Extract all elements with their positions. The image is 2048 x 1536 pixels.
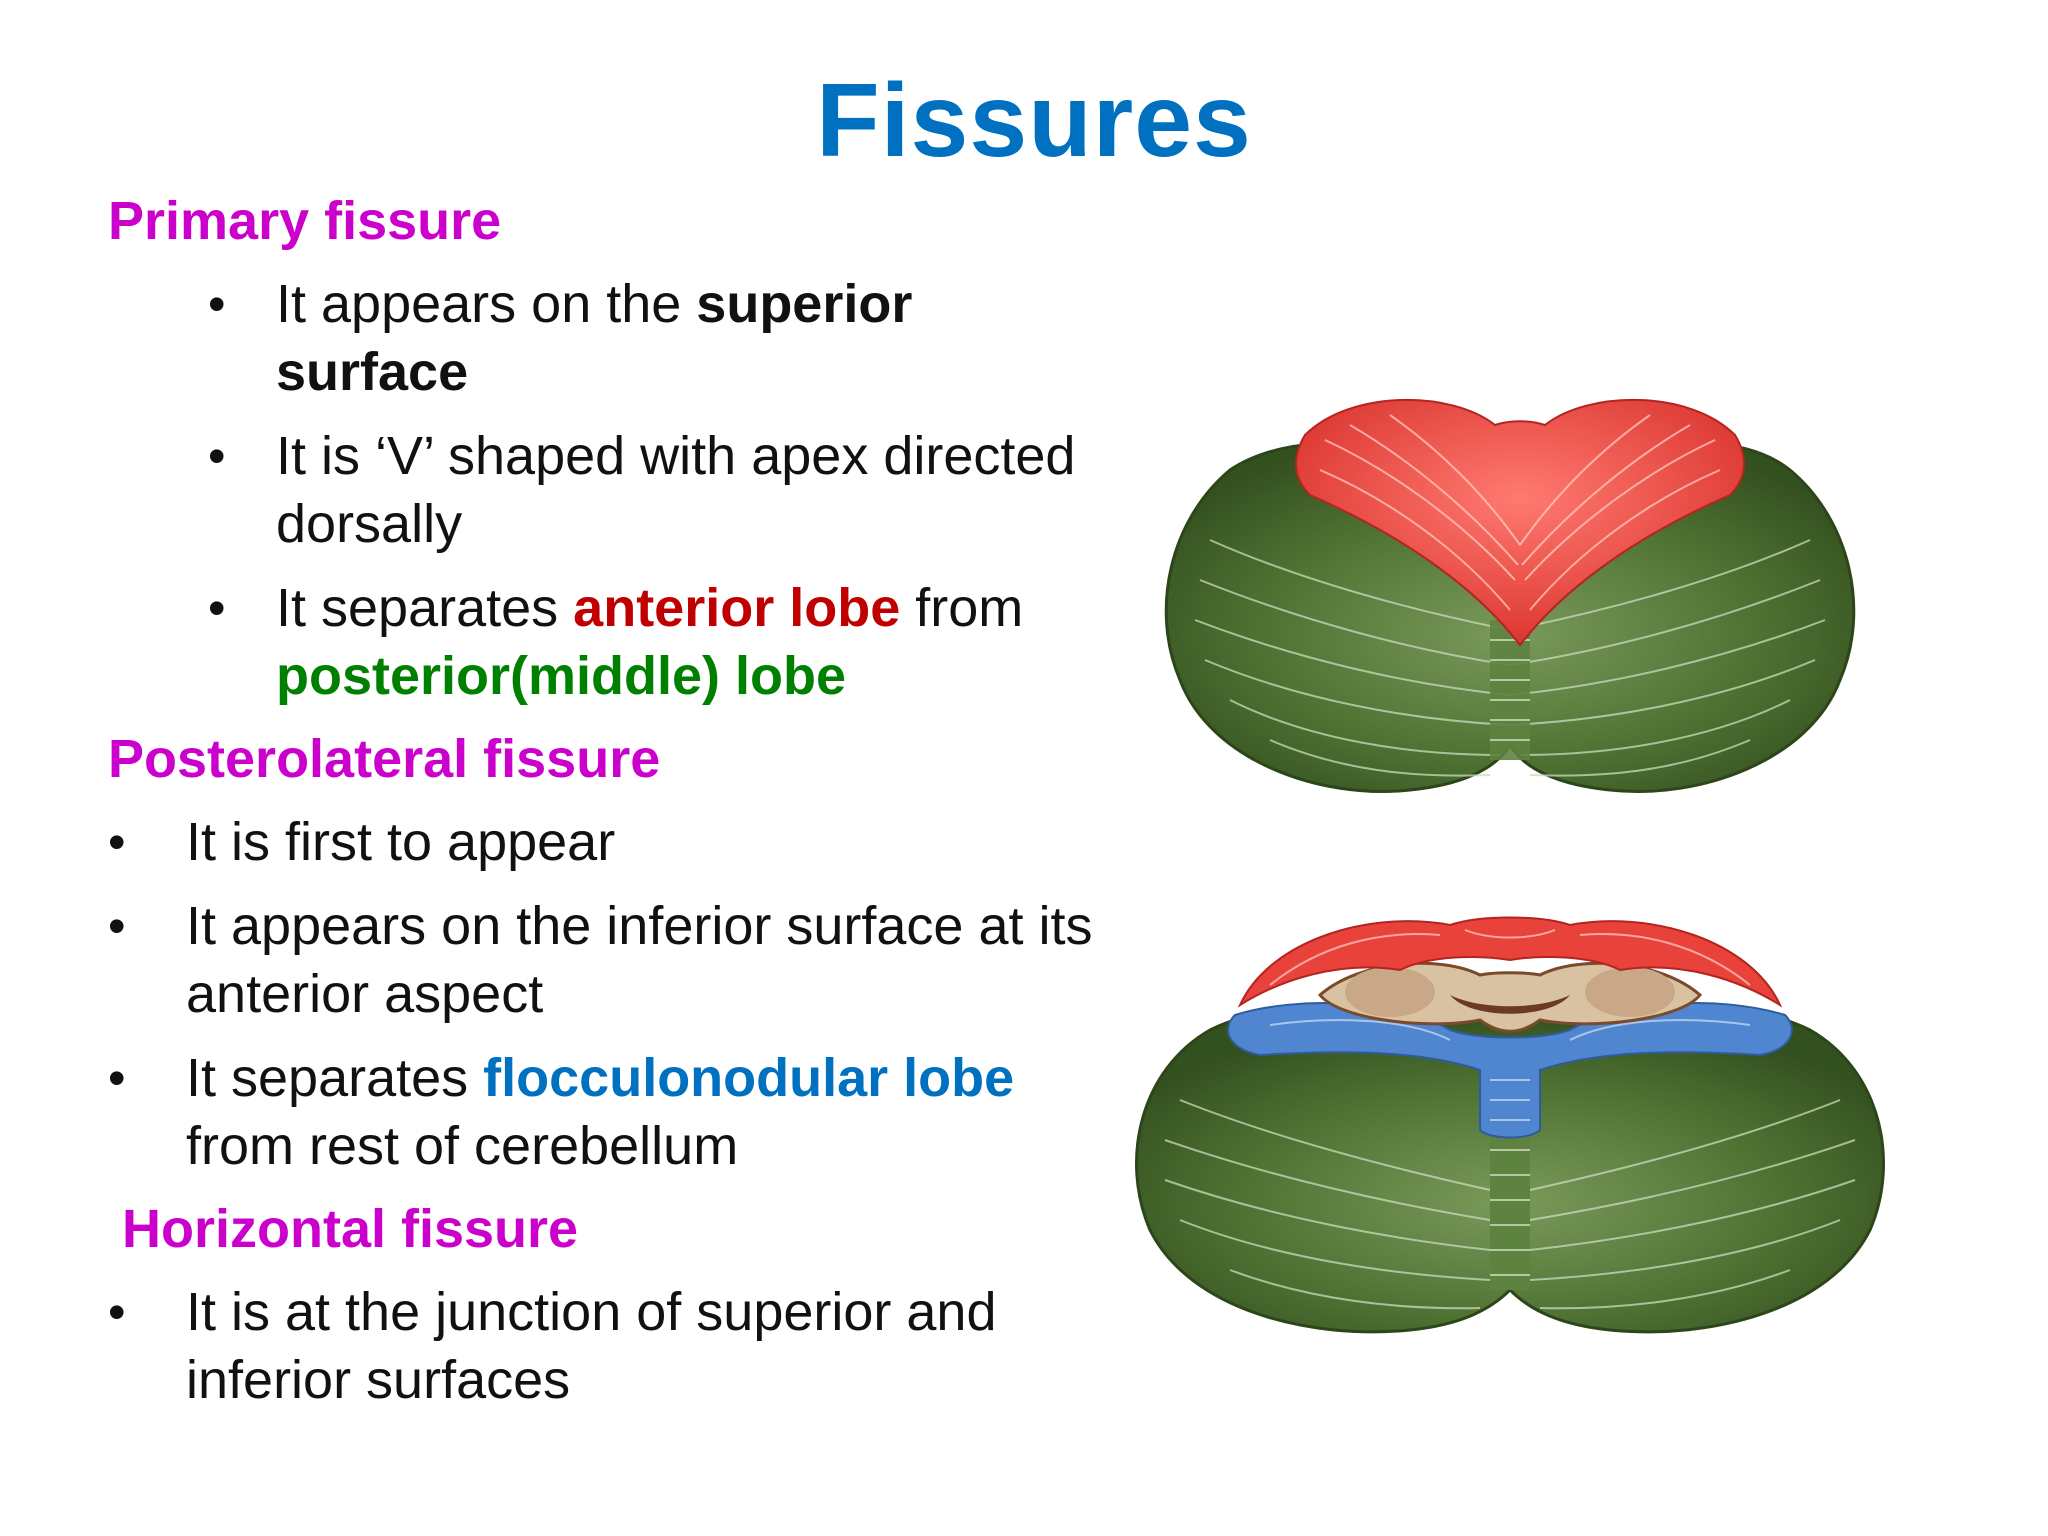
- slide-title: Fissures: [816, 63, 1252, 179]
- bullet-icon: •: [208, 580, 226, 636]
- bullet-text: It is at the junction of superior and in…: [186, 1282, 997, 1410]
- bullet-text: from rest of cerebellum: [186, 1116, 739, 1176]
- heading-posterolateral-fissure: Posterolateral fissure: [108, 729, 661, 789]
- bullet-icon: •: [108, 1050, 126, 1106]
- list-item: • It is ‘V’ shaped with apex directed do…: [208, 422, 1088, 558]
- list-item: • It separates flocculonodular lobe from…: [108, 1044, 1118, 1180]
- bullet-text: It appears on the: [276, 274, 697, 334]
- horizontal-fissure-list: • It is at the junction of superior and …: [108, 1278, 1108, 1430]
- list-item: • It is at the junction of superior and …: [108, 1278, 1108, 1414]
- cerebellum-inferior-view-illustration: [1135, 916, 1885, 1334]
- primary-fissure-list: • It appears on the superior surface • I…: [208, 270, 1088, 726]
- list-item: • It appears on the inferior surface at …: [108, 892, 1118, 1028]
- bullet-text: It appears on the inferior surface at it…: [186, 896, 1093, 1024]
- posterior-lobe-term: posterior(middle) lobe: [276, 646, 847, 706]
- anterior-lobe-term: anterior lobe: [573, 578, 901, 638]
- bullet-text: It separates: [276, 578, 574, 638]
- flocculonodular-lobe-term: flocculonodular lobe: [483, 1048, 1015, 1108]
- list-item: • It is first to appear: [108, 808, 1118, 876]
- bullet-icon: •: [108, 898, 126, 954]
- bullet-text: It is ‘V’ shaped with apex directed dors…: [276, 426, 1076, 554]
- heading-horizontal-fissure: Horizontal fissure: [122, 1199, 579, 1259]
- bullet-icon: •: [208, 428, 226, 484]
- bullet-text: It is first to appear: [186, 812, 616, 872]
- heading-primary-fissure: Primary fissure: [108, 191, 502, 251]
- bold-term: superior surface: [276, 274, 913, 402]
- list-item: • It appears on the superior surface: [208, 270, 1088, 406]
- cerebellum-superior-view-illustration: [1164, 398, 1856, 793]
- list-item: • It separates anterior lobe from poster…: [208, 574, 1088, 710]
- bullet-icon: •: [108, 1284, 126, 1340]
- bullet-icon: •: [108, 814, 126, 870]
- bullet-text: It separates: [186, 1048, 484, 1108]
- bullet-icon: •: [208, 276, 226, 332]
- bullet-text: from: [900, 578, 1024, 638]
- posterolateral-fissure-list: • It is first to appear • It appears on …: [108, 808, 1118, 1196]
